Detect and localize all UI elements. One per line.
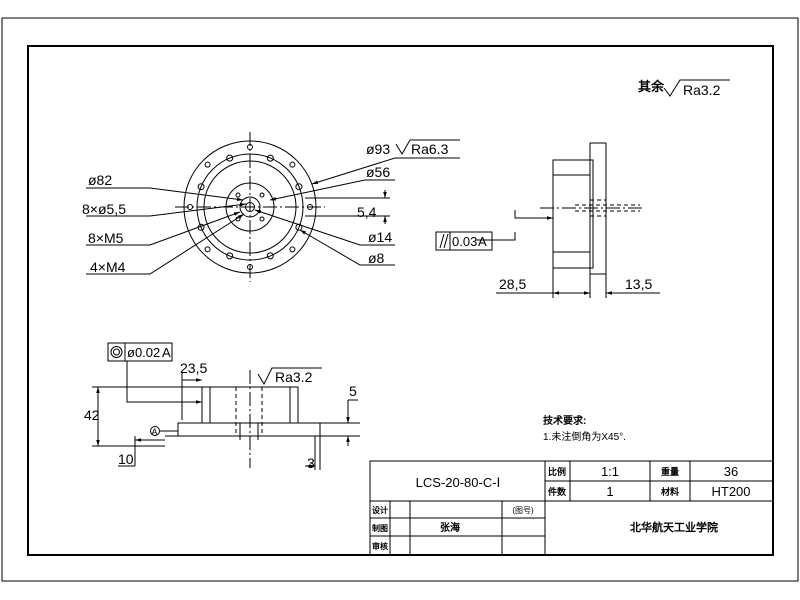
bolt-hole: [197, 183, 205, 191]
drawing-number: LCS-20-80-C-Ⅰ: [416, 475, 501, 490]
school-name: 北华航天工业学院: [630, 520, 718, 534]
designer-label: 设计: [372, 505, 388, 515]
thread-hole: [187, 204, 193, 210]
roughness-general-value: Ra3.2: [683, 82, 721, 98]
thread-hole: [247, 144, 253, 150]
dim-d56: ø56: [366, 164, 390, 180]
thread-hole: [289, 246, 296, 253]
title-block: LCS-20-80-C-Ⅰ 比例 1:1 重量 36 件数 1 材料 HT200…: [369, 460, 774, 556]
bolt-hole: [226, 252, 234, 260]
bolt-hole: [266, 252, 274, 260]
dim-5: 5: [349, 383, 357, 399]
section-view: ø0.02 A 23,5 Ra3.2 42 A 10 5: [84, 342, 360, 471]
inner-border: [27, 45, 774, 556]
datum-letter: A: [152, 427, 158, 437]
front-view: ø82 8×ø5,5 8×M5 4×M4 ø93 Ra6.3 ø56 5,4 ø…: [82, 132, 460, 282]
roughness-face-icon: [395, 139, 460, 155]
roughness-general-label: 其余: [638, 79, 665, 94]
datum-marker-icon: [150, 426, 160, 436]
tuhao-label: (图号): [512, 506, 534, 515]
qty-value: 1: [606, 484, 613, 499]
dim-d8: ø8: [368, 250, 385, 266]
dim-d82: ø82: [88, 172, 112, 188]
dim-len-left: 28,5: [499, 276, 526, 292]
roughness-face-value: Ra6.3: [411, 141, 449, 157]
technical-notes: 技术要求: 1.未注倒角为X45°.: [543, 414, 626, 443]
tech-notes-heading: 技术要求:: [543, 414, 586, 427]
parallel-frame: [435, 231, 493, 251]
weight-value: 36: [724, 464, 738, 479]
tech-notes-line1: 1.未注倒角为X45°.: [543, 430, 626, 443]
dim-m4: 4×M4: [90, 259, 126, 275]
roughness-hub-icon: [257, 367, 322, 386]
roughness-general-star: *: [655, 84, 659, 94]
dim-235: 23,5: [180, 360, 207, 376]
dim-len-right: 13,5: [625, 276, 652, 292]
scale-value: 1:1: [601, 464, 619, 479]
coax-datum: A: [162, 345, 171, 360]
bolt-hole: [266, 154, 274, 162]
section-flange: [177, 422, 321, 437]
m4-hole: [259, 216, 265, 222]
bolt-hole: [226, 154, 234, 162]
material-value: HT200: [711, 484, 750, 499]
roughness-hub-value: Ra3.2: [275, 369, 313, 385]
coax-frame: [107, 342, 173, 362]
weight-label: 重量: [661, 466, 679, 477]
drawer-label: 制图: [372, 523, 388, 533]
scale-label: 比例: [548, 466, 566, 477]
thread-hole: [289, 161, 296, 168]
drawer-name: 张海: [440, 521, 460, 534]
bolt-hole: [295, 183, 303, 191]
dim-10: 10: [118, 451, 134, 467]
checker-label: 审核: [372, 541, 388, 551]
outer-border: [1, 17, 799, 582]
m4-hole: [259, 192, 265, 198]
dim-3: 3: [307, 455, 315, 471]
dim-holes-d55: 8×ø5,5: [82, 201, 126, 217]
thread-hole: [204, 161, 211, 168]
dim-42: 42: [84, 407, 100, 423]
side-view: 0.03 A 28,5 13,5: [435, 142, 660, 298]
qty-label: 件数: [548, 486, 567, 497]
general-roughness: 其余 * Ra3.2: [638, 79, 730, 98]
dim-d93: ø93: [366, 141, 390, 157]
thread-hole: [204, 246, 211, 253]
roughness-symbol-icon: [663, 79, 730, 97]
parallel-tolerance: 0.03: [452, 234, 477, 249]
dim-d14: ø14: [368, 229, 392, 245]
material-label: 材料: [660, 486, 679, 497]
thread-hole: [307, 204, 313, 210]
thread-hole: [247, 264, 253, 270]
dim-54: 5,4: [357, 204, 377, 220]
dim-m5: 8×M5: [88, 230, 124, 246]
m4-hole: [235, 192, 241, 198]
parallel-datum: A: [478, 234, 487, 249]
coax-tolerance: ø0.02: [127, 345, 160, 360]
